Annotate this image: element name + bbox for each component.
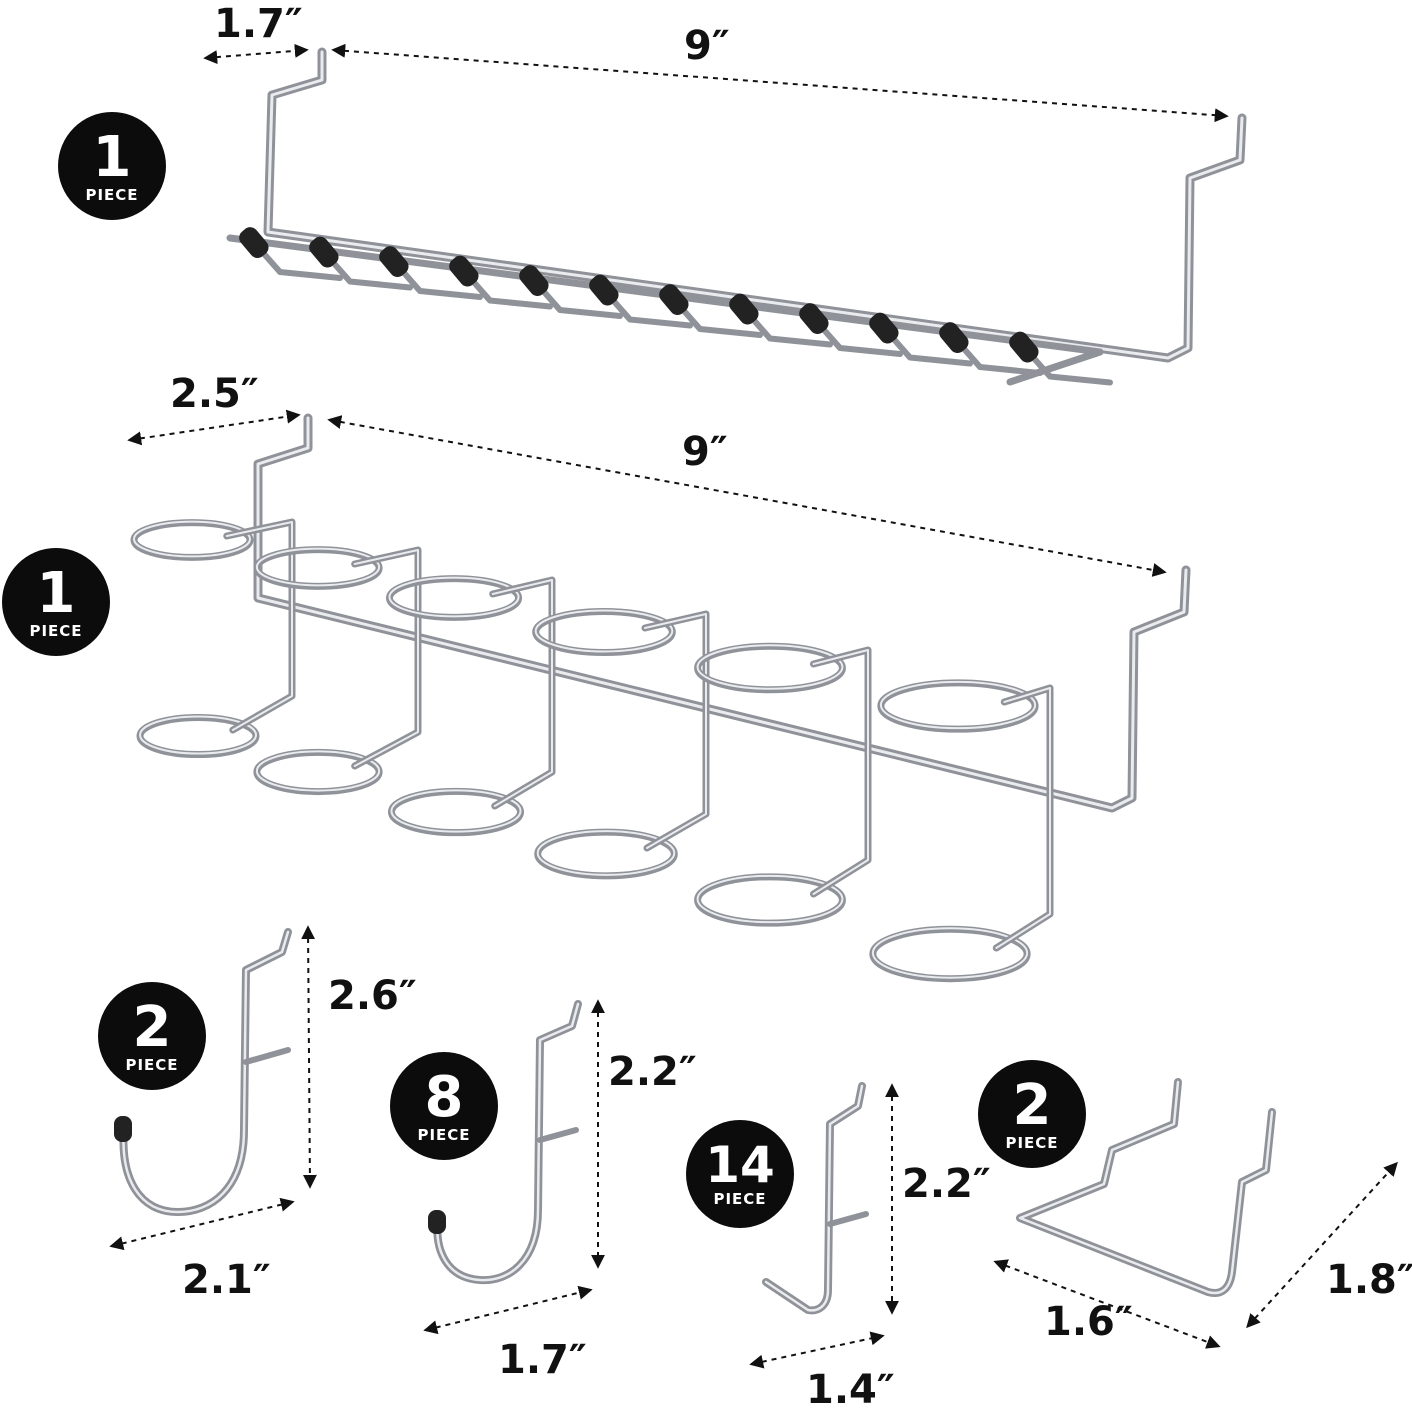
prong-cap bbox=[449, 255, 479, 287]
drill-holder bbox=[869, 679, 1054, 983]
badge-count: 1 bbox=[92, 125, 132, 190]
medium-hook-height-label: 2.2″ bbox=[608, 1049, 697, 1095]
drill-holder bbox=[694, 642, 872, 927]
screwdriver-rack-image bbox=[226, 47, 1247, 386]
large-hook-depth-label: 2.1″ bbox=[182, 1257, 271, 1303]
rack1-width-label: 9″ bbox=[684, 23, 730, 69]
badge-count: 1 bbox=[36, 561, 76, 626]
rack-prong bbox=[1009, 331, 1113, 386]
drill-holder bbox=[130, 518, 296, 759]
badge-unit: PIECE bbox=[125, 1056, 179, 1074]
rack-prong bbox=[939, 322, 1043, 376]
rack-prong bbox=[379, 246, 483, 300]
rack1-quantity-badge: 1 PIECE bbox=[58, 112, 166, 220]
large-hook-quantity-badge: 2 PIECE bbox=[98, 982, 206, 1090]
badge-unit: PIECE bbox=[85, 186, 139, 204]
rack-prong bbox=[239, 227, 343, 281]
small-l-hook-image bbox=[762, 1082, 869, 1315]
rack2-quantity-badge: 1 PIECE bbox=[2, 548, 110, 656]
drill-holder bbox=[385, 575, 556, 837]
rack-prong bbox=[729, 293, 833, 348]
prong-cap bbox=[379, 246, 409, 278]
badge-count: 8 bbox=[424, 1065, 464, 1130]
small-hook-depth-label: 1.4″ bbox=[806, 1367, 895, 1410]
prong-cap bbox=[589, 274, 619, 306]
prong-cap bbox=[309, 236, 339, 268]
badge-count: 2 bbox=[132, 995, 172, 1060]
drill-holder bbox=[253, 546, 422, 796]
rack-prong bbox=[799, 303, 903, 357]
rack1-depth-label: 1.7″ bbox=[214, 1, 303, 47]
medium-j-hook-image bbox=[428, 1000, 582, 1285]
rack-prong bbox=[309, 236, 413, 291]
badge-unit: PIECE bbox=[713, 1190, 767, 1208]
rack-prong bbox=[519, 265, 623, 319]
badge-unit: PIECE bbox=[417, 1126, 471, 1144]
prong-cap bbox=[869, 312, 899, 344]
badge-count: 14 bbox=[705, 1136, 775, 1194]
prong-cap bbox=[519, 265, 549, 297]
prong-cap bbox=[799, 303, 829, 335]
badge-count: 2 bbox=[1012, 1073, 1052, 1138]
dimension-lines bbox=[109, 43, 1398, 1369]
prong-cap bbox=[659, 284, 689, 316]
prong-cap bbox=[939, 322, 969, 354]
badge-unit: PIECE bbox=[29, 622, 83, 640]
bracket-depth-label: 1.8″ bbox=[1326, 1257, 1412, 1303]
prong-cap bbox=[729, 293, 759, 325]
rack2-depth-label: 2.5″ bbox=[170, 371, 259, 417]
drill-holder-rack-image bbox=[130, 413, 1191, 983]
small-hook-quantity-badge: 14 PIECE bbox=[686, 1120, 794, 1228]
medium-hook-depth-label: 1.7″ bbox=[498, 1337, 587, 1383]
drill-holder bbox=[532, 608, 710, 880]
bracket-width-label: 1.6″ bbox=[1044, 1299, 1133, 1345]
medium-hook-quantity-badge: 8 PIECE bbox=[390, 1052, 498, 1160]
rack-prong bbox=[869, 312, 973, 367]
rack-prong bbox=[449, 255, 553, 310]
rack-prong bbox=[589, 274, 693, 329]
prong-cap bbox=[1009, 331, 1039, 363]
bracket-quantity-badge: 2 PIECE bbox=[978, 1060, 1086, 1168]
large-hook-height-label: 2.6″ bbox=[328, 973, 417, 1019]
badge-unit: PIECE bbox=[1005, 1134, 1059, 1152]
u-bracket-image bbox=[1016, 1078, 1276, 1297]
rack2-width-label: 9″ bbox=[682, 429, 728, 475]
small-hook-height-label: 2.2″ bbox=[902, 1161, 991, 1207]
prong-cap bbox=[239, 227, 269, 259]
rack-prong bbox=[659, 284, 763, 338]
